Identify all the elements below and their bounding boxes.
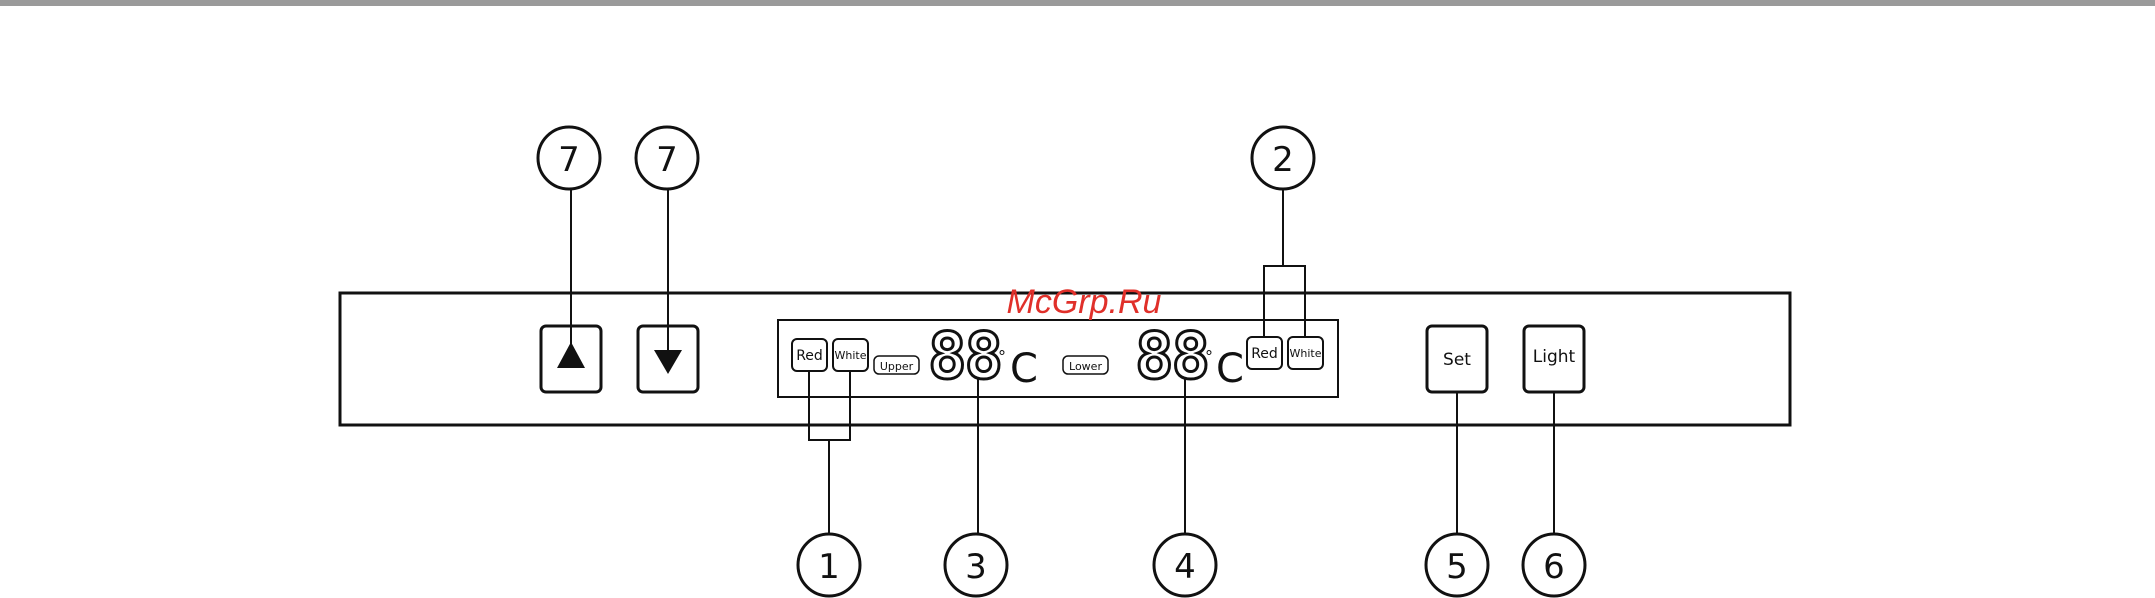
callout-7-up: 7 (538, 127, 600, 189)
callout-7-down-label: 7 (656, 140, 678, 180)
set-button-label: Set (1443, 350, 1471, 370)
callout-1-label: 1 (818, 547, 840, 587)
watermark: McGrp.Ru (1007, 283, 1162, 321)
callout-2-label: 2 (1272, 140, 1294, 180)
lower-degree-symbol: ° (1205, 347, 1213, 366)
callout-3-label: 3 (965, 547, 987, 587)
lower-zone-label: Lower (1069, 360, 1102, 373)
callout-3: 3 (945, 534, 1007, 596)
lower-white-label: White (1290, 347, 1322, 360)
callout-5-label: 5 (1446, 547, 1468, 587)
callout-6-label: 6 (1543, 547, 1565, 587)
callout-2: 2 (1252, 127, 1314, 189)
lower-unit-label: C (1216, 346, 1244, 392)
lower-temperature-digits: 88 (1135, 320, 1208, 394)
light-button[interactable]: Light (1524, 326, 1584, 392)
callout-1: 1 (798, 534, 860, 596)
callout-7-up-label: 7 (558, 140, 580, 180)
callout-4: 4 (1154, 534, 1216, 596)
callout-7-down: 7 (636, 127, 698, 189)
upper-zone-label: Upper (880, 360, 914, 373)
callout-4-label: 4 (1174, 547, 1196, 587)
upper-white-label: White (835, 349, 867, 362)
set-button[interactable]: Set (1427, 326, 1487, 392)
upper-unit-label: C (1010, 346, 1038, 392)
upper-degree-symbol: ° (998, 347, 1006, 366)
callout-6: 6 (1523, 534, 1585, 596)
callout-5: 5 (1426, 534, 1488, 596)
lower-red-label: Red (1251, 346, 1278, 362)
upper-temperature-digits: 88 (928, 320, 1001, 394)
light-button-label: Light (1533, 347, 1576, 367)
upper-red-label: Red (796, 348, 823, 364)
